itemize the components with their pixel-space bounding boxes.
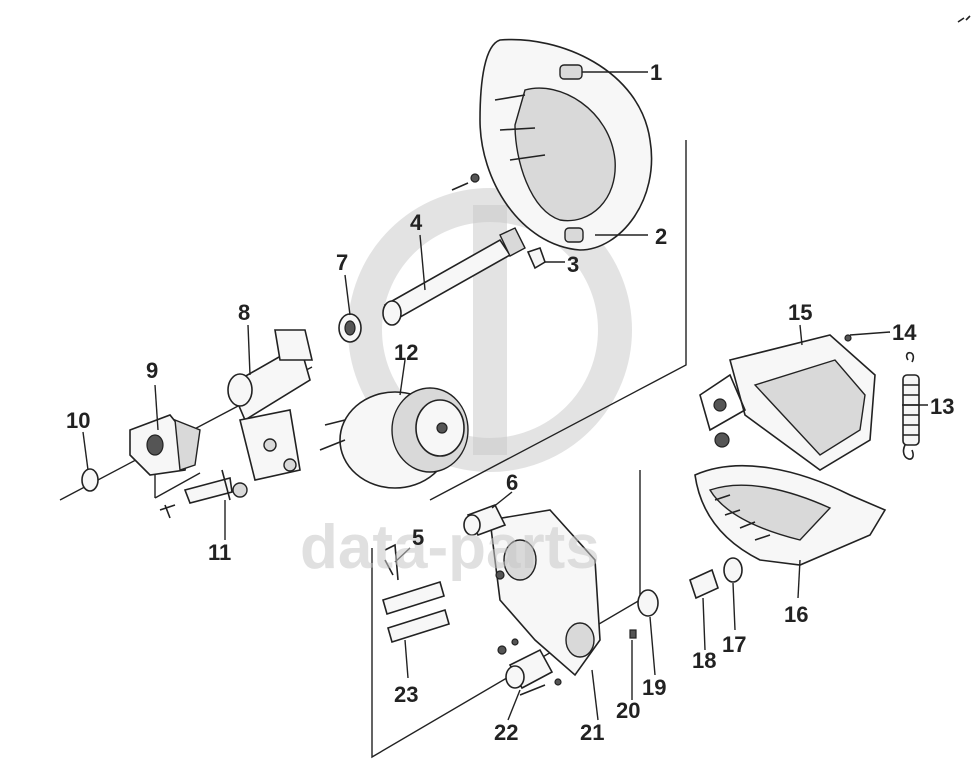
slack-adjuster xyxy=(129,414,201,476)
clevis-pin-set xyxy=(159,469,248,519)
return-spring xyxy=(902,351,920,460)
anchor-bushing-lower xyxy=(505,648,554,696)
callout-16: 16 xyxy=(784,602,808,627)
anchor-bushing-upper xyxy=(463,504,507,536)
callout-20: 20 xyxy=(616,698,640,723)
callout-5: 5 xyxy=(412,525,424,550)
callout-leaders xyxy=(82,71,928,721)
spider-hardware xyxy=(497,638,562,686)
callout-22: 22 xyxy=(494,720,518,745)
snap-ring xyxy=(81,468,99,492)
callout-15: 15 xyxy=(788,300,812,325)
callout-12: 12 xyxy=(394,340,418,365)
callout-labels: 1 2 3 4 5 6 7 8 9 10 11 12 13 14 15 16 1… xyxy=(66,60,954,745)
bolt-nut-set xyxy=(451,173,546,270)
callout-2: 2 xyxy=(655,224,667,249)
brake-spider xyxy=(489,509,601,677)
roller-bushing xyxy=(689,557,743,600)
watermark-text: data-parts xyxy=(300,513,600,582)
camshaft xyxy=(382,227,526,326)
callout-23: 23 xyxy=(394,682,418,707)
brake-chamber xyxy=(319,387,469,489)
callout-1: 1 xyxy=(650,60,662,85)
callout-21: 21 xyxy=(580,720,604,745)
callout-11: 11 xyxy=(208,540,231,565)
callout-17: 17 xyxy=(722,632,746,657)
grease-fitting xyxy=(629,629,637,639)
callout-8: 8 xyxy=(238,300,250,325)
lining-rivet xyxy=(844,334,852,342)
callout-4: 4 xyxy=(410,210,423,235)
camshaft-bracket xyxy=(227,329,314,481)
corner-mark xyxy=(957,15,971,23)
seal-ring xyxy=(338,313,362,343)
anchor-pins xyxy=(382,543,450,644)
callout-9: 9 xyxy=(146,358,158,383)
backing-plate xyxy=(479,38,653,251)
callout-7: 7 xyxy=(336,250,348,275)
o-ring xyxy=(637,589,659,617)
callout-18: 18 xyxy=(692,648,716,673)
callout-14: 14 xyxy=(892,320,917,345)
callout-6: 6 xyxy=(506,470,518,495)
callout-10: 10 xyxy=(66,408,90,433)
lower-brake-shoe xyxy=(694,464,887,566)
upper-brake-shoe xyxy=(699,334,876,471)
callout-3: 3 xyxy=(567,252,579,277)
callout-19: 19 xyxy=(642,675,666,700)
callout-13: 13 xyxy=(930,394,954,419)
